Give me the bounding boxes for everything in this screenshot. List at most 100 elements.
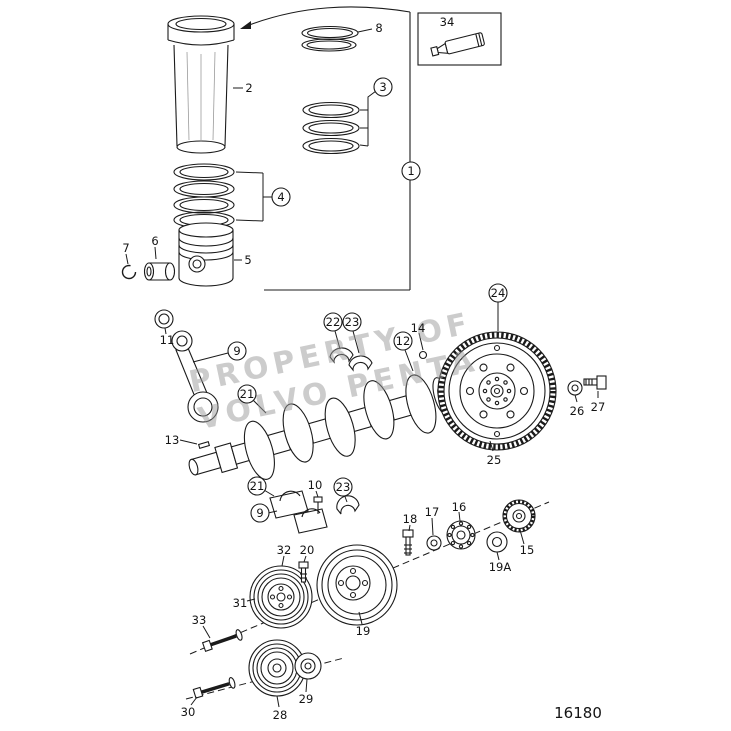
callout-15-crankshaft-gear: 15	[520, 543, 535, 557]
svg-text:31: 31	[233, 596, 248, 610]
svg-text:15: 15	[520, 543, 535, 557]
cylinder-liner	[167, 15, 235, 154]
callout-9-connecting-rod: 9	[227, 341, 247, 361]
callout-12-crankshaft: 12	[393, 331, 413, 351]
callout-19A-washer: 19A	[489, 560, 512, 574]
sealant-box	[417, 12, 502, 66]
svg-text:33: 33	[192, 613, 207, 627]
hub-16	[446, 520, 476, 550]
main-bearing-caps	[269, 490, 360, 534]
svg-text:19: 19	[356, 624, 371, 638]
svg-text:6: 6	[151, 234, 158, 248]
svg-text:26: 26	[570, 404, 585, 418]
vibration-damper	[316, 544, 398, 626]
svg-text:21: 21	[240, 387, 255, 401]
svg-text:9: 9	[256, 506, 263, 520]
svg-text:18: 18	[403, 512, 418, 526]
small-end-bushing	[154, 309, 174, 329]
kit-bracket-and-arrow	[240, 6, 411, 291]
callout-16-hub: 16	[452, 500, 467, 514]
flywheel	[437, 331, 557, 451]
svg-text:11: 11	[160, 333, 175, 347]
callout-13-key: 13	[165, 433, 180, 447]
callout-8-top-ring: 8	[375, 21, 382, 35]
piston-ring-pack	[173, 163, 235, 229]
callout-34-sealant-tube: 34	[440, 15, 455, 29]
svg-text:23: 23	[336, 480, 351, 494]
callout-30-pulley-screw-lower: 30	[181, 705, 196, 719]
callout-5-piston: 5	[244, 253, 251, 267]
washer-17	[426, 535, 442, 551]
callout-26-washer: 26	[570, 404, 585, 418]
crankshaft-gear	[502, 499, 536, 533]
sealant-tube	[430, 32, 485, 57]
bearing-shells-upper	[329, 347, 373, 372]
washer-19a	[486, 531, 508, 553]
callout-32-pulley-outer: 32	[277, 543, 292, 557]
svg-text:24: 24	[491, 286, 506, 300]
callout-14-plug: 14	[411, 321, 426, 335]
svg-text:25: 25	[487, 453, 502, 467]
callout-29-hub-lower: 29	[299, 692, 314, 706]
svg-text:5: 5	[244, 253, 251, 267]
callout-33-pulley-screw: 33	[192, 613, 207, 627]
piston	[178, 222, 234, 287]
woodruff-key	[197, 441, 211, 449]
svg-text:27: 27	[591, 400, 606, 414]
callout-23-bearing-shell: 23	[342, 312, 362, 332]
piston-ring-bracket	[235, 171, 272, 222]
svg-text:21: 21	[250, 479, 265, 493]
svg-text:19A: 19A	[489, 560, 512, 574]
compression-ring-set	[302, 101, 360, 155]
crankshaft-pulley-lower	[248, 639, 306, 697]
svg-text:29: 29	[299, 692, 314, 706]
callout-9-bearing-cap: 9	[250, 503, 270, 523]
callout-21-main-bearing-rear: 21	[247, 476, 267, 496]
svg-text:4: 4	[277, 190, 284, 204]
plug	[418, 350, 428, 360]
svg-text:9: 9	[233, 344, 240, 358]
callout-19-vibration-damper: 19	[356, 624, 371, 638]
callout-21-main-bearing-front: 21	[237, 384, 257, 404]
leader-lines	[125, 28, 599, 708]
svg-text:8: 8	[375, 21, 382, 35]
svg-text:7: 7	[122, 241, 129, 255]
callout-18-center-bolt: 18	[403, 512, 418, 526]
callout-6-piston-pin: 6	[151, 234, 158, 248]
ring-set-bracket	[359, 90, 377, 147]
svg-text:10: 10	[308, 478, 323, 492]
svg-text:1: 1	[407, 164, 414, 178]
figure-number: 16180	[554, 704, 602, 722]
pulley-screw	[201, 629, 243, 652]
svg-text:12: 12	[396, 334, 411, 348]
crankshaft-pulley-upper	[249, 565, 313, 629]
callout-1-piston-liner-kit: 1	[401, 161, 421, 181]
svg-text:2: 2	[245, 81, 252, 95]
svg-text:20: 20	[300, 543, 315, 557]
damper-center-bolt	[402, 529, 414, 556]
callout-2-cylinder-liner: 2	[245, 81, 252, 95]
svg-text:32: 32	[277, 543, 292, 557]
svg-text:23: 23	[345, 315, 360, 329]
svg-text:22: 22	[326, 315, 341, 329]
svg-text:14: 14	[411, 321, 426, 335]
callout-3-ring-set: 3	[373, 77, 393, 97]
callout-31-pulley-inner: 31	[233, 596, 248, 610]
callout-20-pulley-bolt: 20	[300, 543, 315, 557]
svg-text:34: 34	[440, 15, 455, 29]
flywheel-bolt	[583, 375, 607, 390]
pulley-bolt	[298, 561, 309, 583]
callout-7-circlip: 7	[122, 241, 129, 255]
callout-24-flywheel: 24	[488, 283, 508, 303]
callout-27-flywheel-bolt: 27	[591, 400, 606, 414]
piston-pin	[143, 262, 176, 281]
svg-text:28: 28	[273, 708, 288, 722]
top-piston-ring	[301, 25, 359, 52]
svg-text:16: 16	[452, 500, 467, 514]
callout-10-cap-bolt: 10	[308, 478, 323, 492]
callout-4-piston-ring-set: 4	[271, 187, 291, 207]
flywheel-washer	[567, 380, 583, 396]
svg-text:17: 17	[425, 505, 440, 519]
